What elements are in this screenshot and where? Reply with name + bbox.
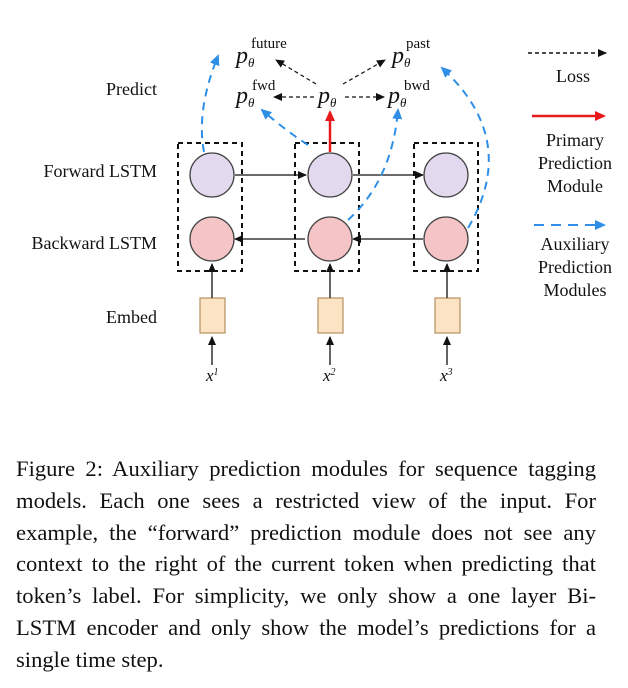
aux-arrow-fwd: [260, 108, 309, 146]
backward-lstm-row-label: Backward LSTM: [32, 233, 157, 253]
column-box-2: [294, 142, 360, 272]
forward-lstm-row-label: Forward LSTM: [44, 161, 158, 181]
forward-lstm-cell-3: [423, 152, 469, 198]
legend-auxiliary-line-3: Modules: [544, 280, 607, 300]
legend-auxiliary-line-2: Prediction: [538, 257, 612, 277]
column-box-1: [177, 142, 243, 272]
input-label-1: x1: [205, 366, 219, 385]
future-prediction-label: pθ: [234, 43, 255, 70]
embed-cell-1: [199, 297, 226, 334]
primary-prediction-label: pθ: [316, 83, 337, 110]
aux-arrow-bwd: [347, 108, 403, 221]
aux-arrow-future: [200, 54, 220, 153]
figure-caption: Figure 2: Auxiliary prediction modules f…: [16, 456, 596, 672]
loss-arrow-future: [275, 59, 317, 85]
predict-row-label: Predict: [106, 79, 157, 99]
legend-loss-label: Loss: [556, 66, 590, 86]
legend-auxiliary-line-1: Auxiliary: [541, 234, 610, 254]
column-box-3: [413, 142, 479, 272]
forward-lstm-cell-2: [307, 152, 353, 198]
input-label-2: x2: [322, 366, 336, 385]
fwd-prediction-label: pθ: [234, 83, 255, 110]
past-superscript: past: [406, 36, 431, 52]
future-superscript: future: [251, 36, 287, 52]
embed-row-label: Embed: [106, 307, 157, 327]
aux-arrow-past: [440, 66, 490, 229]
legend-primary-line-1: Primary: [546, 130, 604, 150]
input-label-3: x3: [439, 366, 453, 385]
backward-lstm-cell-1: [189, 216, 235, 262]
backward-lstm-cell-3: [423, 216, 469, 262]
bwd-superscript: bwd: [404, 78, 430, 94]
past-prediction-label: pθ: [390, 43, 411, 70]
loss-arrow-past: [342, 59, 386, 85]
embed-cell-2: [317, 297, 344, 334]
embed-cell-3: [434, 297, 461, 334]
legend-primary-line-3: Module: [547, 176, 603, 196]
legend-primary-line-2: Prediction: [538, 153, 612, 173]
backward-lstm-cell-2: [307, 216, 353, 262]
bwd-prediction-label: pθ: [386, 83, 407, 110]
forward-lstm-cell-1: [189, 152, 235, 198]
fwd-superscript: fwd: [252, 78, 276, 94]
architecture-diagram: Predict Forward LSTM Backward LSTM Embed…: [32, 36, 612, 385]
